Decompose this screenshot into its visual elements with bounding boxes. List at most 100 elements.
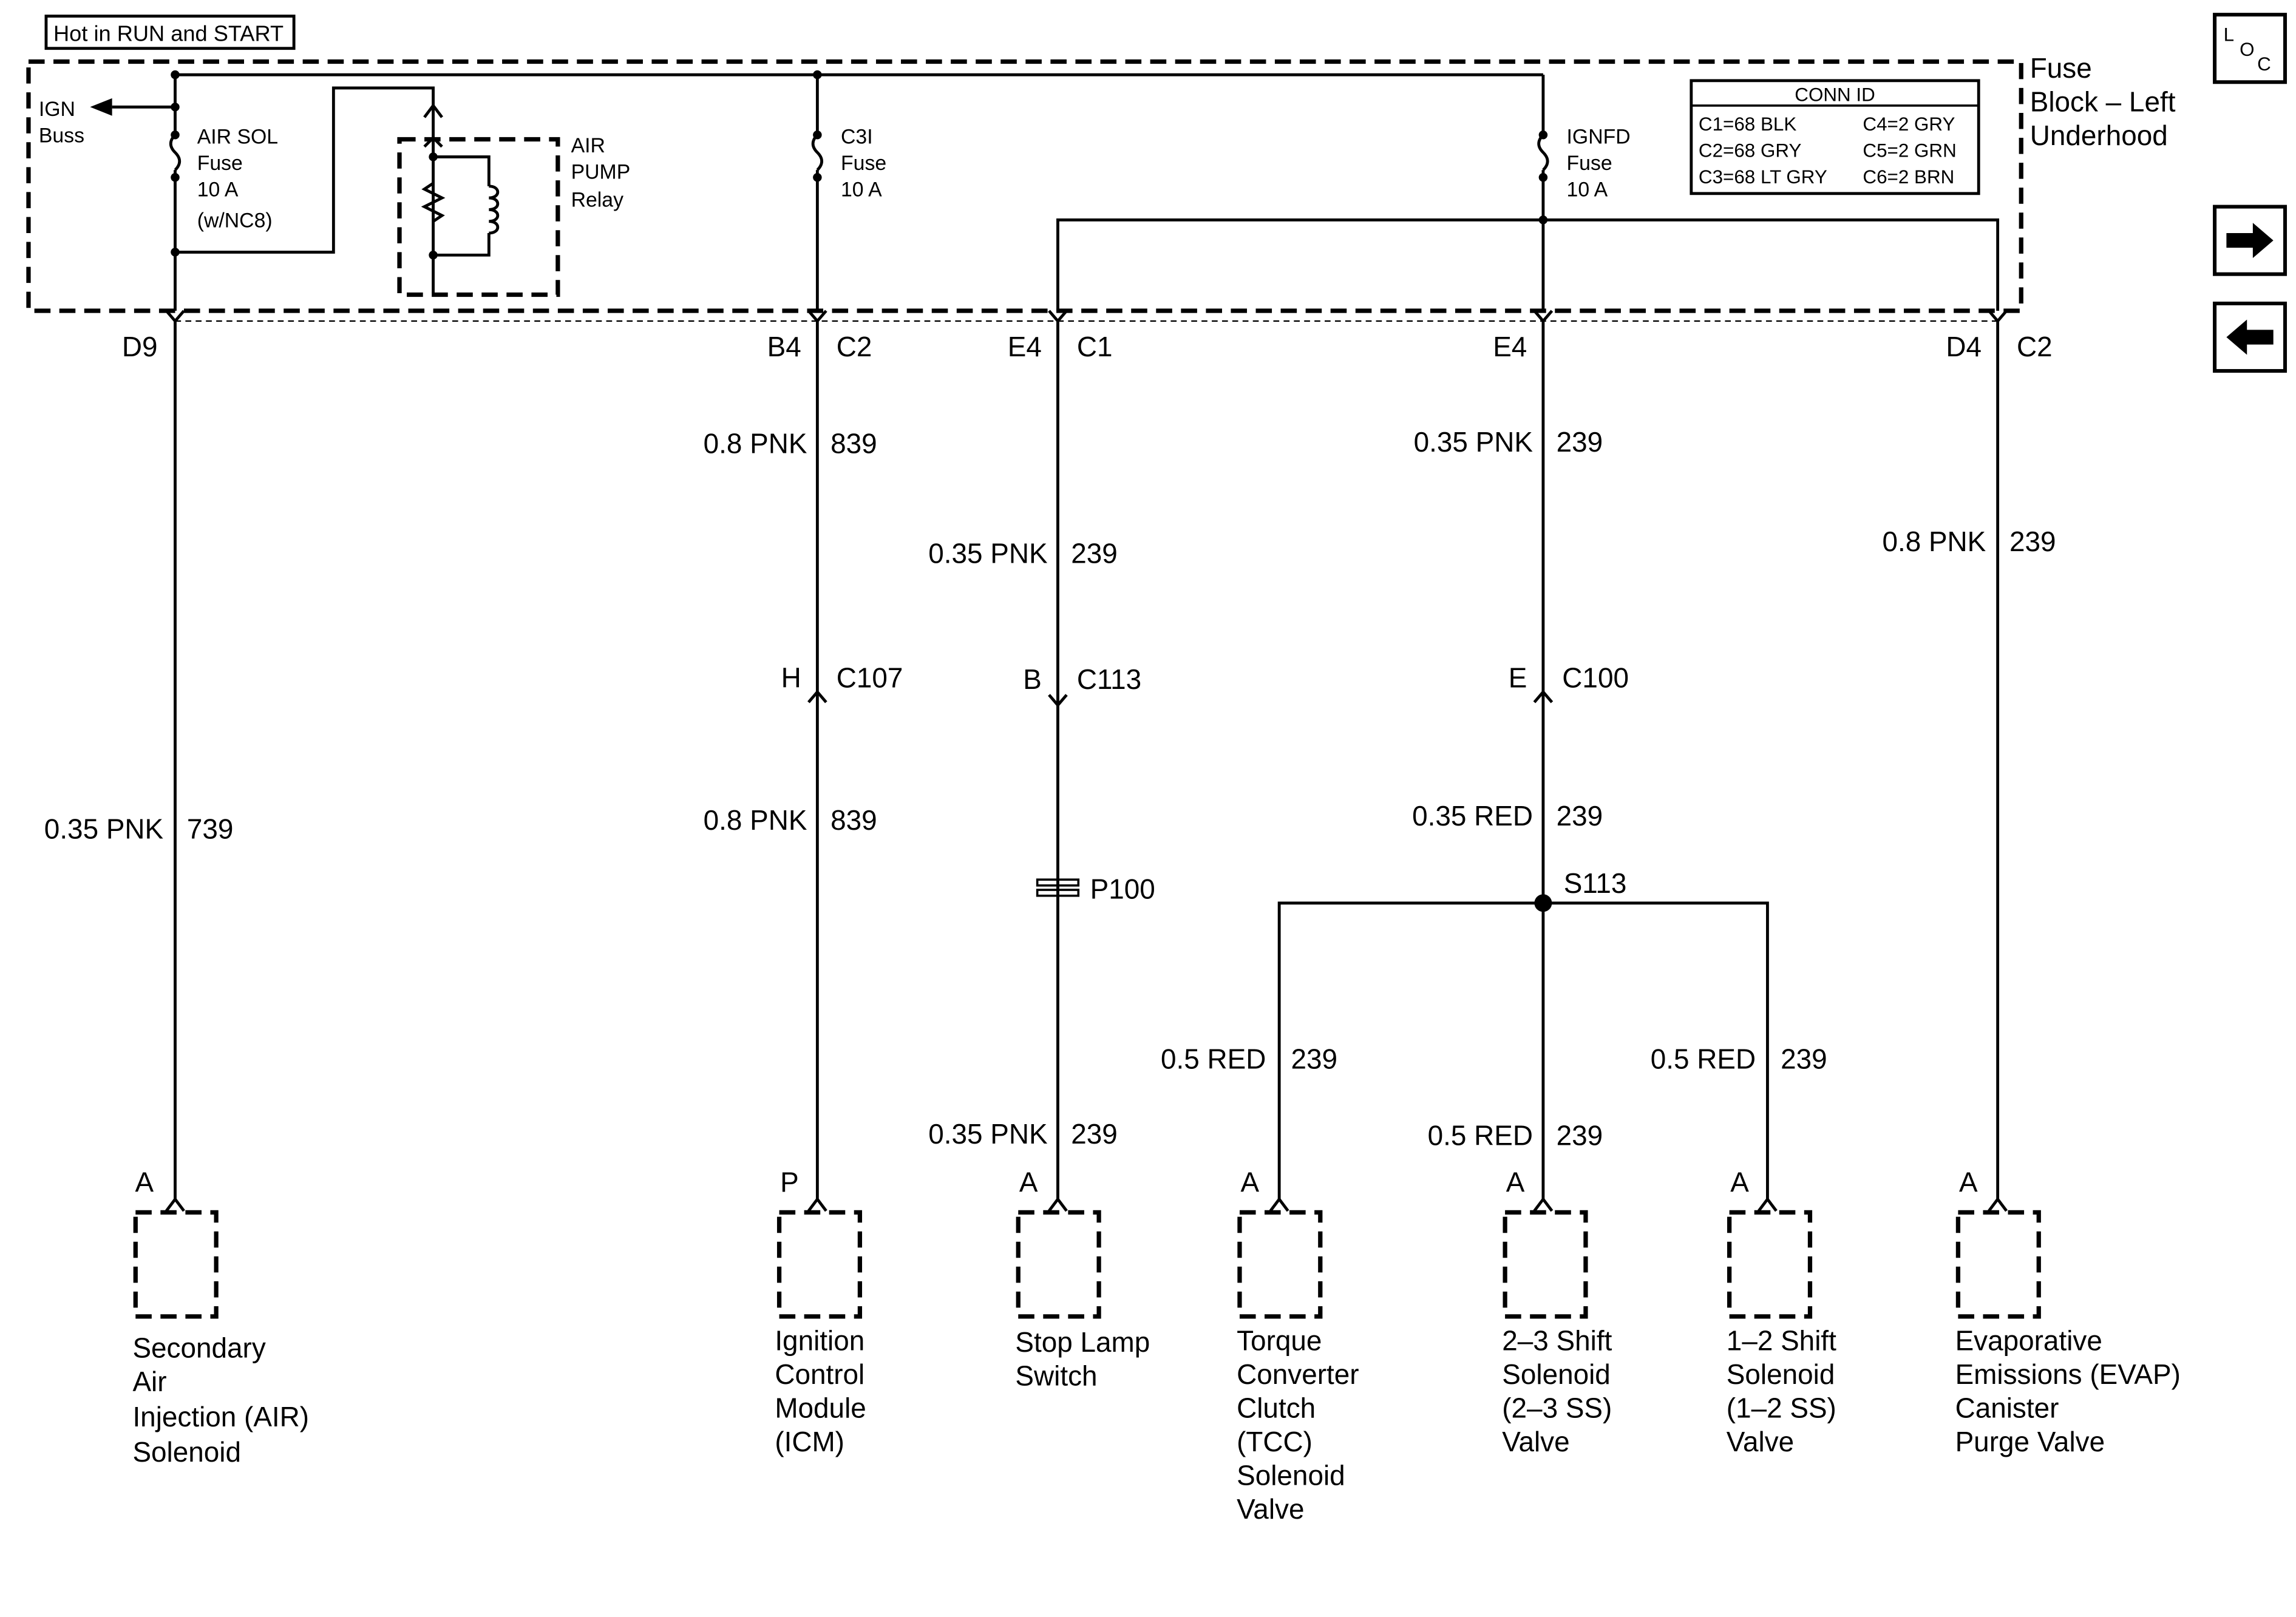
fuse-label: (w/NC8)	[197, 209, 273, 232]
circuit-air-solenoid: D9 0.35 PNK 739 A Secondary Air Injectio…	[44, 310, 309, 1468]
locator-letter: L	[2224, 24, 2234, 46]
component-label: Solenoid	[132, 1436, 241, 1468]
component-label: Clutch	[1237, 1392, 1316, 1424]
wire-circuit-label: 739	[187, 813, 234, 845]
conn-id-table: CONN ID C1=68 BLK C4=2 GRY C2=68 GRY C5=…	[1690, 79, 1980, 195]
terminal-icon	[165, 310, 185, 324]
locator-button[interactable]: L O C	[2213, 13, 2288, 84]
wire-color-label: 0.35 PNK	[928, 537, 1048, 569]
relay-label: PUMP	[571, 161, 631, 184]
previous-page-button[interactable]	[2213, 301, 2288, 373]
c3i-fuse: C3I Fuse 10 A	[811, 70, 886, 311]
connector-pin-label: E	[1509, 662, 1527, 694]
circuit-tcc-solenoid: 0.5 RED 239 A Torque Converter Clutch (T…	[1161, 1043, 1359, 1525]
conn-id-cell: C2=68 GRY	[1699, 140, 1802, 161]
component-label: Injection (AIR)	[132, 1401, 309, 1432]
circuit-icm: B4 C2 0.8 PNK 839 H C107 0.8 PNK 839 P I…	[704, 310, 903, 1457]
component-label: Canister	[1955, 1392, 2059, 1424]
component-pin-label: A	[1730, 1167, 1749, 1198]
fuse-icon	[169, 134, 182, 171]
splice-label: S113	[1564, 867, 1627, 899]
air-pump-relay: AIR PUMP Relay	[397, 103, 631, 297]
fuse-block-title: Underhood	[2030, 120, 2168, 151]
wire-color-label: 0.35 PNK	[928, 1118, 1048, 1150]
component-label: Solenoid	[1727, 1358, 1835, 1390]
component-label: Valve	[1727, 1426, 1794, 1457]
component-label: Switch	[1015, 1360, 1097, 1391]
component-box	[133, 1210, 219, 1319]
wire-color-label: 0.8 PNK	[704, 804, 807, 836]
circuit-stop-lamp: E4 C1 0.35 PNK 239 B C113 P100 0.35 PNK …	[928, 310, 1155, 1391]
component-label: Solenoid	[1502, 1358, 1611, 1390]
component-pin-label: A	[1506, 1167, 1525, 1198]
circuit-ignfd-trunk: E4 0.35 PNK 239 E C100 0.35 RED 239 S113	[1277, 310, 1769, 1199]
wire-circuit-label: 239	[1557, 800, 1603, 832]
component-box	[1503, 1210, 1588, 1319]
wire-color-label: 0.5 RED	[1161, 1043, 1266, 1075]
fuse-block-title: Block – Left	[2030, 86, 2176, 118]
coil-icon	[489, 185, 500, 235]
component-label: (TCC)	[1237, 1426, 1313, 1457]
next-page-button[interactable]	[2213, 205, 2288, 276]
pin-label: E4	[1493, 331, 1527, 362]
terminal-icon	[807, 310, 827, 324]
component-pin-label: A	[1019, 1167, 1038, 1198]
component-label: Valve	[1237, 1493, 1304, 1525]
conn-id-cell: C4=2 GRY	[1863, 114, 1955, 135]
pin-label: C1	[1077, 331, 1113, 362]
fuse-label: AIR SOL	[197, 126, 278, 149]
component-label: Secondary	[132, 1332, 265, 1364]
component-box	[1237, 1210, 1323, 1319]
component-label: 1–2 Shift	[1727, 1324, 1836, 1356]
component-label: Torque	[1237, 1324, 1322, 1356]
fuse-label: Fuse	[197, 152, 243, 175]
fuse-label: 10 A	[841, 178, 882, 202]
terminal-icon	[1048, 1196, 1068, 1212]
arrow-right-icon	[2226, 223, 2274, 259]
wire-color-label: 0.8 PNK	[704, 427, 807, 459]
inline-connector-icon	[1048, 694, 1068, 708]
fuse-label: C3I	[841, 126, 873, 149]
arrow-left-icon	[90, 98, 112, 116]
component-label: Ignition	[775, 1324, 864, 1356]
component-box	[1727, 1210, 1813, 1319]
relay-label: AIR	[571, 134, 605, 157]
component-box	[1955, 1210, 2041, 1319]
component-label: Evaporative	[1955, 1324, 2102, 1356]
fuse-label: Fuse	[841, 152, 886, 175]
terminal-icon	[1533, 310, 1554, 324]
resistor-icon	[421, 181, 446, 223]
fuse-label: Fuse	[1567, 152, 1612, 175]
pin-label: D4	[1946, 331, 1982, 362]
conn-id-title: CONN ID	[1795, 84, 1875, 106]
component-label: Solenoid	[1237, 1460, 1345, 1491]
terminal-icon	[807, 1196, 827, 1212]
component-label: Emissions (EVAP)	[1955, 1358, 2181, 1390]
hot-in-run-label: Hot in RUN and START	[44, 15, 296, 50]
fuse-label: 10 A	[1567, 178, 1608, 202]
component-label: Stop Lamp	[1015, 1326, 1150, 1358]
component-label: Control	[775, 1358, 864, 1390]
wire-circuit-label: 239	[1071, 1118, 1118, 1150]
wire-color-label: 0.35 PNK	[1414, 426, 1533, 458]
component-label: Valve	[1502, 1426, 1569, 1457]
component-label: Module	[775, 1392, 866, 1424]
ign-buss: IGN Buss	[39, 73, 1543, 147]
component-pin-label: A	[135, 1167, 154, 1198]
splice-icon	[1534, 894, 1552, 912]
pin-label: C2	[837, 331, 872, 362]
wire-circuit-label: 839	[830, 427, 877, 459]
terminal-icon	[1758, 1196, 1778, 1212]
component-pin-label: P	[780, 1167, 799, 1198]
arrow-left-icon	[2226, 319, 2274, 355]
component-box	[1016, 1210, 1101, 1319]
inline-connector-icon	[1533, 690, 1554, 703]
ign-buss-label: Buss	[39, 124, 84, 147]
conn-id-cell: C1=68 BLK	[1699, 114, 1796, 135]
hot-in-run-text: Hot in RUN and START	[53, 21, 284, 46]
circuit-1-2-shift-solenoid: 0.5 RED 239 A 1–2 Shift Solenoid (1–2 SS…	[1651, 1043, 1836, 1457]
component-label: (2–3 SS)	[1502, 1392, 1612, 1424]
component-label: Converter	[1237, 1358, 1359, 1390]
wire-circuit-label: 239	[1557, 1119, 1603, 1151]
